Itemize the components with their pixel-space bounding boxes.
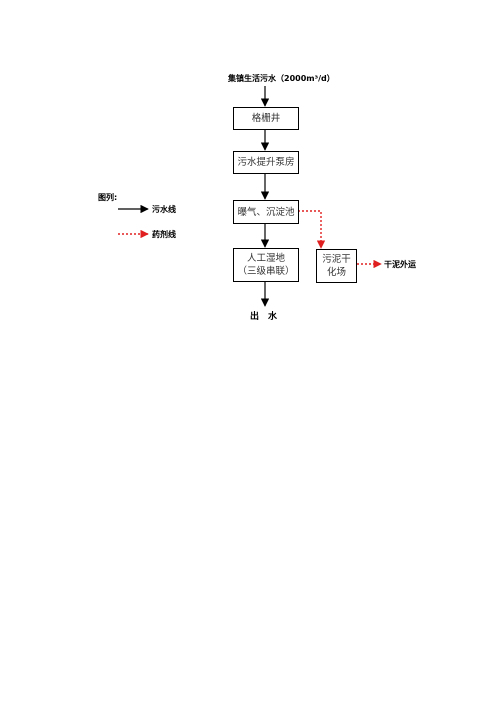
sludge-out-label: 干泥外运 xyxy=(384,260,416,269)
constructed-wetland-box: 人工湿地 （三级串联） xyxy=(233,248,299,282)
legend-title: 图列: xyxy=(98,193,118,202)
outlet-label: 出 水 xyxy=(250,312,278,322)
arrow-aeration-to-sludge xyxy=(298,210,326,249)
aeration-sedimentation-box: 曝气、沉淀池 xyxy=(233,200,299,224)
legend-sewage-label: 污水线 xyxy=(152,205,176,214)
screen-well-box: 格栅井 xyxy=(233,107,299,130)
source-label: 集镇生活污水（2000m³/d） xyxy=(228,74,335,83)
lift-pump-box: 污水提升泵房 xyxy=(233,151,299,174)
sludge-drying-box: 污泥干 化场 xyxy=(316,249,357,283)
legend-dosing-label: 药剂线 xyxy=(152,230,176,239)
